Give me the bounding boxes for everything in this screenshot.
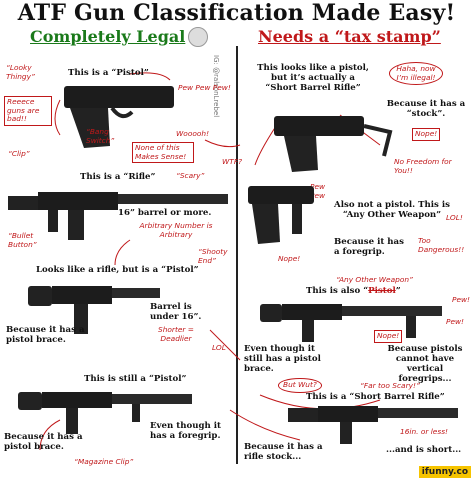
scary-note: “Scary” xyxy=(176,171,205,180)
pew-note-2: Pew! xyxy=(452,295,471,304)
pew-note-3: Pew! xyxy=(446,317,465,326)
ar-pistol-image xyxy=(28,286,160,334)
barrel-note: 16” barrel or more. xyxy=(118,208,212,218)
pew-note: Pew Pew Pew! xyxy=(178,83,231,92)
rifle-stock-note: Because it has a rifle stock... xyxy=(244,442,323,462)
under-16-note-right: 16in. or less! xyxy=(400,427,449,436)
nope-note-3: Nope! xyxy=(374,330,403,343)
aow-note: Also not a pistol. This is “Any Other We… xyxy=(334,200,450,220)
glock-stock-image xyxy=(274,116,393,172)
foregrip-note-right: Because it has a foregrip. xyxy=(334,237,404,257)
aow-pistol-image xyxy=(248,186,314,244)
looks-like-rifle-note: Looks like a rifle, but is a “Pistol” xyxy=(36,265,199,275)
rifle-image xyxy=(8,192,228,240)
pistol-brace-note-2: Because it has a pistol brace. xyxy=(4,432,83,452)
under-16-note: Barrel is under 16”. xyxy=(150,302,202,322)
far-too-scary-note: “Far too Scary!” xyxy=(360,381,420,390)
shorter-deadlier-note: Shorter = Deadlier xyxy=(158,325,194,343)
rifle-note: This is a “Rifle” xyxy=(80,172,156,182)
bullet-button-note: “Bullet Button” xyxy=(8,231,37,249)
haha-note: Haha, now I’m illegal! xyxy=(389,62,443,85)
pistol-note: This is a “Pistol” xyxy=(68,68,149,78)
center-divider xyxy=(236,46,238,464)
pew-pew-note: Pew Pew xyxy=(310,182,326,200)
left-header: Completely Legal xyxy=(30,27,186,46)
sbr-note-2: This is a “Short Barrel Rifle” xyxy=(306,392,445,402)
reeece-note: Reeece guns are bad!! xyxy=(4,96,52,126)
nope-note-2: Nope! xyxy=(278,254,301,263)
stock-note: Because it has a “stock”. xyxy=(386,99,466,119)
pistol-brace-note: Because it has a pistol brace. xyxy=(6,325,85,345)
aow-label-note: “Any Other Weapon” xyxy=(336,275,413,284)
no-freedom-note: No Freedom for You!! xyxy=(394,157,452,175)
also-aow-note: This is also “Pistol” xyxy=(306,286,401,296)
ar-foregrip-image xyxy=(18,392,192,434)
arbitrary-note: Arbitrary Number is Arbitrary xyxy=(139,221,213,239)
glock-pistol-image xyxy=(64,86,174,148)
watermark: IG: @ralsonLrebel xyxy=(212,55,220,118)
aow-lol-note: LOL! xyxy=(446,213,463,222)
ar-aow-image xyxy=(260,304,442,342)
bang-switch-note: “Bang Switch” xyxy=(86,127,115,145)
but-wut-note: But Wut? xyxy=(278,378,322,393)
even-though-note: Even though it still has a pistol brace. xyxy=(244,344,321,374)
shooty-end-note: “Shooty End” xyxy=(198,247,228,265)
lol-note: LOL xyxy=(212,343,226,352)
ifunny-logo: ifunny.co xyxy=(418,466,471,478)
seal-icon xyxy=(188,27,208,47)
page-title: ATF Gun Classification Made Easy! xyxy=(17,0,456,26)
nope-note: Nope! xyxy=(412,128,441,141)
looky-thing-note: “Looky Thingy” xyxy=(6,63,35,81)
none-sense-note: None of this Makes Sense! xyxy=(132,142,194,163)
sbr-note: This looks like a pistol, but it’s actua… xyxy=(257,63,369,93)
too-dangerous-note: Too Dangerous!! xyxy=(418,236,465,254)
still-pistol-note: This is still a “Pistol” xyxy=(84,374,187,384)
right-header: Needs a “tax stamp” xyxy=(258,27,441,46)
whoa-note: Wooooh! xyxy=(176,129,210,138)
magazine-clip-note: “Magazine Clip” xyxy=(74,457,134,466)
sbr-rifle-image xyxy=(288,406,458,444)
wtf-note: WTF? xyxy=(222,157,242,166)
foregrip-note: Even though it has a foregrip. xyxy=(150,421,221,441)
short-note: ...and is short... xyxy=(386,445,462,455)
because-pistols-note: Because pistols cannot have vertical for… xyxy=(387,344,463,384)
clip-note: “Clip” xyxy=(8,149,30,158)
